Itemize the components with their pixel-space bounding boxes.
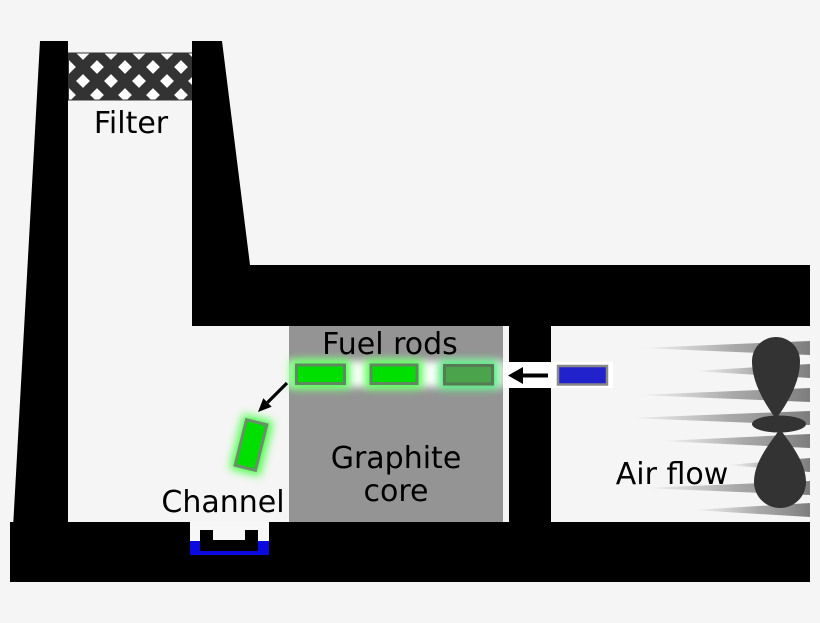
floor (10, 522, 810, 582)
air-flow-label: Air flow (616, 457, 729, 492)
fan-icon (752, 337, 806, 508)
inner-wall (509, 326, 551, 522)
fuel-rod-1 (295, 363, 346, 385)
falling-rod-body (233, 417, 269, 473)
falling-fuel-rod (229, 414, 274, 477)
fuel-rod-2 (369, 363, 419, 385)
fan-blade-top (752, 337, 800, 419)
fuel-rods-label: Fuel rods (322, 327, 458, 362)
new-fuel-rod-blue (556, 364, 609, 386)
channel-label: Channel (161, 485, 284, 520)
chimney-right-wall-and-top-beam (192, 41, 810, 326)
channel-trolley-bracket (200, 530, 258, 551)
fuel-rod-3-spent (443, 364, 494, 386)
fan-hub (752, 415, 806, 433)
down-left-arrow-icon (258, 381, 289, 412)
filter-label: Filter (94, 106, 169, 141)
trolley-base-bar (200, 540, 258, 551)
left-arrow-icon (508, 367, 548, 384)
graphite-core-label-line2: core (364, 474, 429, 509)
mesh-filter-icon (68, 52, 193, 101)
graphite-core-label-line1: Graphite (331, 441, 462, 476)
fan-blade-bottom (754, 429, 806, 508)
chimney-left-wall (10, 41, 68, 582)
graphite-core-block (289, 326, 503, 522)
